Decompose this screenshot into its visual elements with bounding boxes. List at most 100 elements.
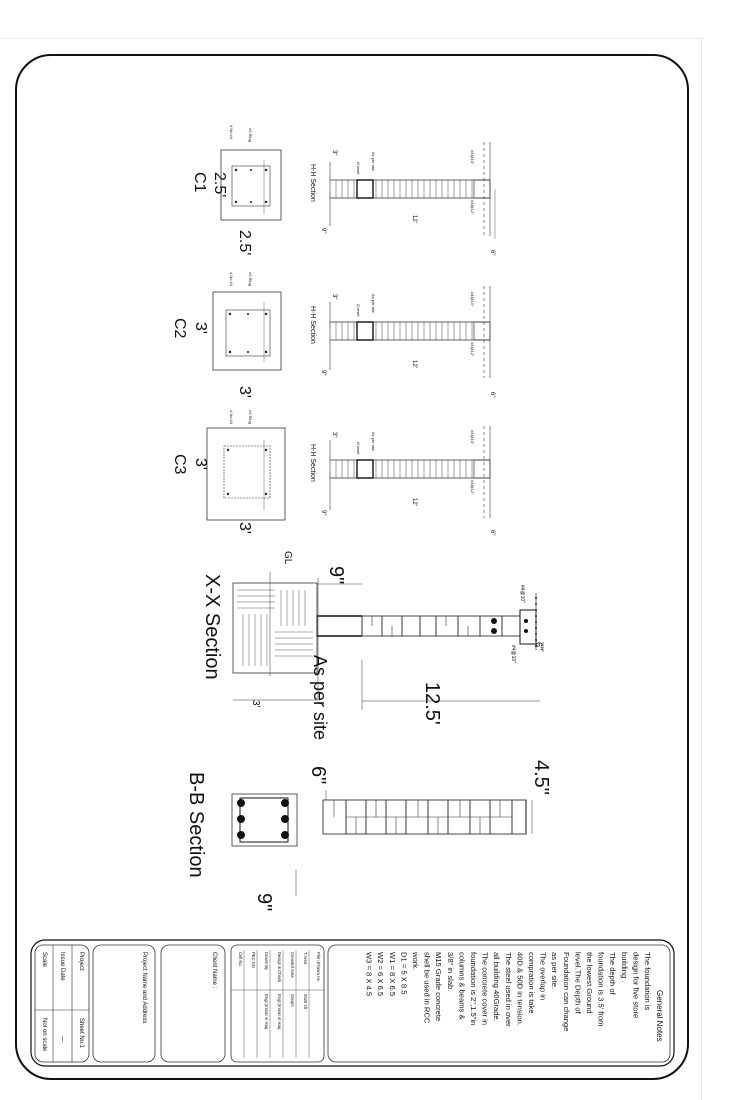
column-bar-label: 4 No #4 xyxy=(229,272,234,287)
hh-note: As per site xyxy=(371,152,376,172)
column-size-a: 2.5' xyxy=(211,172,228,197)
notes-line: building . xyxy=(620,952,629,982)
info-row-label: Cell No. xyxy=(238,952,243,967)
info-row-label: Drawn By xyxy=(264,952,269,971)
notes-line: The concrete cover in xyxy=(481,952,490,1025)
hh-title: H-H Section xyxy=(309,444,316,482)
project-label: Project xyxy=(78,952,84,971)
hh-height: 12' xyxy=(411,360,417,368)
notes-line: W2 = 6 X 6.5 xyxy=(376,952,385,996)
bb-dim-width: 6" xyxy=(307,766,329,784)
notes-line: work. xyxy=(411,951,420,970)
hh-cap: 6" xyxy=(489,250,495,255)
info-row-label: Design & Check xyxy=(277,952,282,983)
notes-line: The foundation is xyxy=(643,952,652,1010)
hh-bar-b: #4@12" xyxy=(470,480,475,495)
xx-note: As per site xyxy=(310,655,330,740)
notes-line: as per site. xyxy=(550,952,559,989)
info-row-value: Engr.(Imran ul Haq xyxy=(264,994,269,1030)
notes-line: 40D.& 50D in tension. xyxy=(515,952,524,1026)
xx-section: 12.5' 9" 6" 3' As per site GL X-X Sectio… xyxy=(201,551,544,740)
column-ring-label: #3 Ring xyxy=(248,410,253,424)
sheet-label: Sheet No.1 xyxy=(78,1018,84,1049)
xx-title: X-X Section xyxy=(201,574,223,680)
issue-date-value: — xyxy=(59,1036,65,1042)
notes-line: foundation is 2",1.5"in xyxy=(469,952,478,1025)
hh-section-2: 12' 3" 9" 6" H-H Section #4@10" #4@12" A… xyxy=(309,286,495,397)
hh-title: H-H Section xyxy=(309,306,316,344)
xx-base: 3' xyxy=(250,700,261,708)
hh-note: As per site xyxy=(371,432,376,452)
notes-line: foundation is 3.5' from xyxy=(597,952,606,1026)
info-row-label: T.Area xyxy=(303,952,308,965)
column-size-b: 3' xyxy=(236,522,253,534)
scale-value: Not on scale xyxy=(41,1018,47,1052)
xx-bar-top: #4@10" xyxy=(519,585,525,603)
notes-line: The depth of xyxy=(608,952,617,996)
scale-label: Scale xyxy=(41,952,47,968)
hh-height: 12' xyxy=(411,498,417,506)
notes-line: compration is take xyxy=(527,952,536,1014)
column-detail-c2: 3' C2 3' #3 Ring 4 No #4 xyxy=(171,272,282,398)
column-ring-label: #3 Ring xyxy=(248,272,253,286)
info-row-value: 24sqm xyxy=(290,994,295,1007)
notes-line: W3 = 8 X 4.5 xyxy=(365,952,374,996)
column-name: C3 xyxy=(171,454,188,475)
hh-top: 3" xyxy=(331,150,337,155)
column-name: C1 xyxy=(191,172,208,193)
xx-height: 12.5' xyxy=(421,682,443,725)
column-size-b: 3' xyxy=(236,386,253,398)
hh-bar-a: #4@10" xyxy=(470,430,475,445)
notes-line: columns & beams & xyxy=(457,952,466,1020)
bb-dim-top: 4.5" xyxy=(530,760,552,795)
notes-line: design for five store xyxy=(631,952,640,1018)
xx-bar-bottom: #4@10" xyxy=(510,645,516,663)
notes-line: The overlap in xyxy=(539,952,548,1000)
xx-top: 9" xyxy=(325,566,347,584)
issue-date-label: Issue Date xyxy=(59,952,65,981)
hh-gl: G.level xyxy=(356,442,361,455)
hh-section-3: 12' 3" 9" 6" H-H Section #4@10" #4@12" A… xyxy=(309,426,495,535)
notes-line: the lowest Ground xyxy=(585,952,594,1014)
hh-gl: G.level xyxy=(356,304,361,317)
xx-gl: GL xyxy=(282,551,293,565)
column-size-a: 3' xyxy=(192,458,209,470)
hh-bar-a: #4@10" xyxy=(470,150,475,165)
bb-title: B-B Section xyxy=(185,772,207,878)
column-bar-label: 4 No #4 xyxy=(229,410,234,425)
hh-base: 9" xyxy=(320,510,326,515)
hh-height: 12' xyxy=(411,215,417,223)
column-size-b: 2.5' xyxy=(236,230,253,255)
info-row-label: PEC NO xyxy=(251,952,256,969)
hh-bar-b: #4@12" xyxy=(470,342,475,357)
bb-dim-base: 9" xyxy=(253,893,275,911)
client-name-label: Client Name : xyxy=(211,952,217,989)
hh-title: H-H Section xyxy=(309,164,316,202)
column-detail-c1: 2.5' C1 2.5' #3 Ring 4 No #4 xyxy=(191,125,282,255)
column-ring-label: #3 Ring xyxy=(248,128,253,142)
notes-line: D1 = 5 X 8.5 xyxy=(399,952,408,994)
notes-line: Foundation can change xyxy=(562,952,571,1031)
notes-line: 3/8" in slab. xyxy=(446,952,455,991)
hh-top: 3" xyxy=(331,432,337,437)
info-row-label: Covered Area xyxy=(290,952,295,978)
info-row-value: 2520 sft xyxy=(303,994,308,1010)
hh-section-1: 12' 3" 9" 6" H-H Section #4@10" #4@12" A… xyxy=(309,142,496,255)
hh-bar-b: #4@12" xyxy=(470,200,475,215)
hh-note: As per site xyxy=(371,294,376,314)
column-size-a: 3' xyxy=(192,322,209,334)
bb-section: 4.5" 6" 9" B-B Section xyxy=(185,760,552,911)
column-name: C2 xyxy=(171,318,188,339)
notes-line: shell be used in RCC xyxy=(423,952,432,1024)
info-row-value: Engr.(Imran ul Haq xyxy=(277,994,282,1030)
drawing-sheet-frame xyxy=(15,54,689,1080)
column-bar-label: 4 No #4 xyxy=(229,125,234,140)
info-row-label: Plot (Khasra no. xyxy=(316,952,321,982)
page-border xyxy=(0,38,702,1100)
notes-line: level.The Depth of xyxy=(573,952,582,1015)
hh-base: 9" xyxy=(320,228,326,233)
info-table: Plot (Khasra no. T.Area 2520 sft Covered Ar… xyxy=(238,952,321,1030)
